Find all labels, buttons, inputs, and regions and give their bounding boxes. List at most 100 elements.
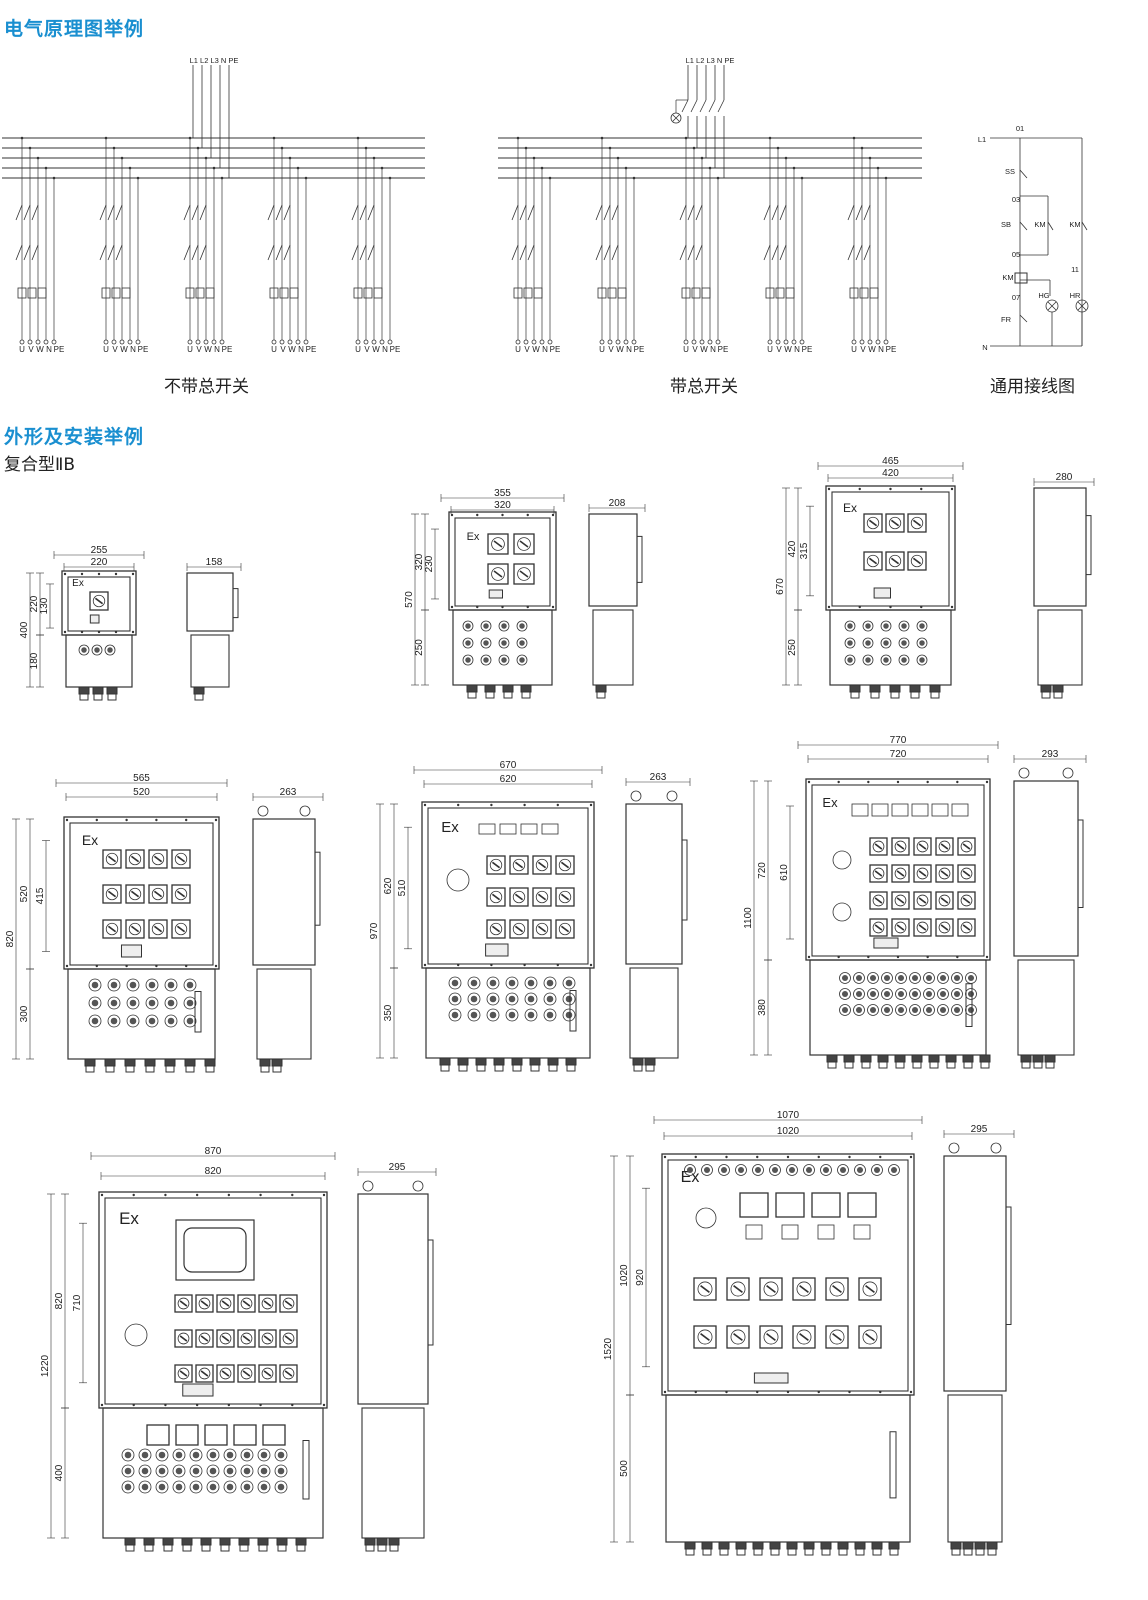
- wiring-label: SB: [1001, 220, 1011, 229]
- terminal-label: U: [515, 345, 521, 354]
- terminal-label: U: [355, 345, 361, 354]
- terminal-label: PE: [222, 345, 233, 354]
- terminal-label: N: [542, 345, 548, 354]
- wiring-label: KM: [1069, 220, 1080, 229]
- caption-wiring: 通用接线图: [990, 377, 1075, 397]
- terminal-label: W: [36, 345, 44, 354]
- terminal-label: PE: [802, 345, 813, 354]
- dimension-label: 1070: [777, 1110, 800, 1121]
- dimension-label: 1020: [777, 1126, 800, 1137]
- dimension-label: 670: [500, 760, 517, 771]
- dimension-label: 720: [757, 862, 768, 879]
- dimension-label: 570: [404, 591, 415, 608]
- terminal-label: W: [372, 345, 380, 354]
- wiring-label: SS: [1005, 167, 1015, 176]
- dimension-label: 970: [369, 922, 380, 939]
- wiring-label: KM: [1002, 273, 1013, 282]
- terminal-label: N: [794, 345, 800, 354]
- terminal-label: U: [271, 345, 277, 354]
- dimension-label: 220: [91, 557, 108, 568]
- terminal-label: N: [46, 345, 52, 354]
- dimension-label: 315: [799, 542, 810, 559]
- wiring-label: L1: [978, 135, 986, 144]
- terminal-label: N: [298, 345, 304, 354]
- terminal-label: V: [860, 345, 866, 354]
- dimension-label: 620: [383, 877, 394, 894]
- dimension-label: 520: [19, 885, 30, 902]
- ex-mark: Ex: [822, 795, 838, 810]
- dimension-label: 158: [206, 557, 223, 568]
- terminal-label: N: [626, 345, 632, 354]
- dimension-label: 710: [72, 1294, 83, 1311]
- terminal-label: PE: [718, 345, 729, 354]
- terminal-label: W: [616, 345, 624, 354]
- dimension-label: 820: [5, 930, 16, 947]
- dimension-label: 280: [1056, 472, 1073, 483]
- dimension-label: 920: [635, 1269, 646, 1286]
- ex-mark: Ex: [119, 1209, 139, 1228]
- wiring-label: HR: [1070, 291, 1081, 300]
- terminal-label: V: [112, 345, 118, 354]
- terminal-label: V: [280, 345, 286, 354]
- terminal-label: U: [683, 345, 689, 354]
- dimension-label: 295: [389, 1162, 406, 1173]
- terminal-label: W: [288, 345, 296, 354]
- terminal-label: PE: [634, 345, 645, 354]
- dimension-label: 263: [280, 787, 297, 798]
- terminal-label: PE: [54, 345, 65, 354]
- terminal-label: W: [204, 345, 212, 354]
- ex-mark: Ex: [72, 578, 84, 589]
- terminal-label: N: [130, 345, 136, 354]
- caption-with-main-switch: 带总开关: [670, 377, 738, 397]
- ex-mark: Ex: [467, 531, 480, 543]
- terminal-label: W: [784, 345, 792, 354]
- dimension-label: 465: [882, 456, 899, 467]
- dimension-label: 1220: [40, 1354, 51, 1377]
- terminal-label: V: [692, 345, 698, 354]
- dimension-label: 180: [29, 652, 40, 669]
- dimension-label: 870: [205, 1146, 222, 1157]
- wiring-label: 05: [1012, 250, 1020, 259]
- caption-no-main-switch: 不带总开关: [164, 377, 249, 397]
- wiring-label: 03: [1012, 195, 1020, 204]
- terminal-label: PE: [886, 345, 897, 354]
- dimension-label: 255: [91, 545, 108, 556]
- terminal-label: PE: [138, 345, 149, 354]
- schematic-heading: 电气原理图举例: [4, 18, 145, 40]
- wiring-label: FR: [1001, 315, 1012, 324]
- dimension-label: 520: [133, 787, 150, 798]
- terminal-label: N: [710, 345, 716, 354]
- dimension-label: 350: [383, 1004, 394, 1021]
- terminal-label: W: [700, 345, 708, 354]
- terminal-label: N: [214, 345, 220, 354]
- dimension-label: 130: [39, 597, 50, 614]
- wiring-label: 07: [1012, 293, 1020, 302]
- terminal-label: V: [28, 345, 34, 354]
- terminal-label: N: [878, 345, 884, 354]
- bus-label: L1 L2 L3 N PE: [190, 56, 239, 65]
- bus-label: L1 L2 L3 N PE: [686, 56, 735, 65]
- outline-heading: 外形及安装举例: [4, 426, 145, 448]
- dimension-label: 250: [787, 639, 798, 656]
- terminal-label: U: [599, 345, 605, 354]
- dimension-label: 208: [609, 498, 626, 509]
- terminal-label: W: [532, 345, 540, 354]
- dimension-label: 820: [54, 1292, 65, 1309]
- dimension-label: 770: [890, 735, 907, 746]
- terminal-label: W: [868, 345, 876, 354]
- wiring-label: N: [982, 343, 987, 352]
- dimension-label: 1020: [619, 1264, 630, 1287]
- terminal-label: U: [767, 345, 773, 354]
- dimension-label: 510: [397, 879, 408, 896]
- wiring-label: 01: [1016, 124, 1024, 133]
- wiring-label: KM: [1034, 220, 1045, 229]
- terminal-label: PE: [306, 345, 317, 354]
- dimension-label: 500: [619, 1460, 630, 1477]
- dimension-label: 293: [1042, 749, 1059, 760]
